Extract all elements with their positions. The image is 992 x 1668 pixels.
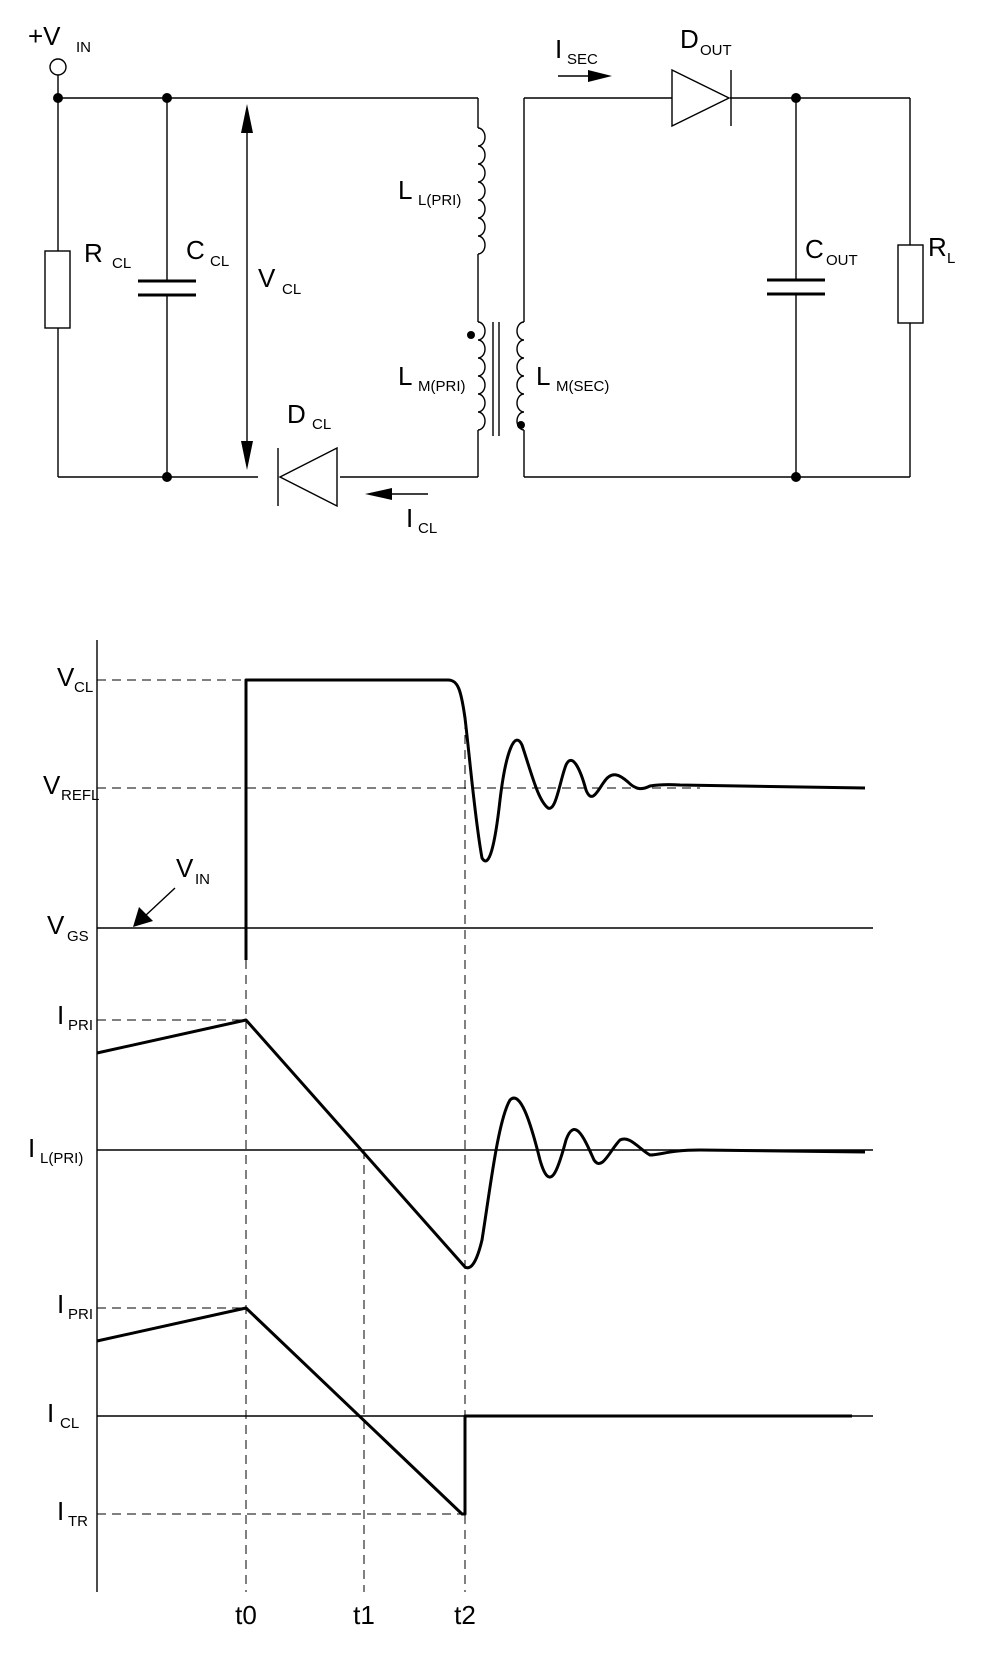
polarity-dot [467,331,475,339]
t0-label: t0 [235,1600,257,1630]
vin-terminal [49,58,67,76]
dout-diode [671,68,731,128]
ipri2-axis-label-sub: PRI [68,1306,93,1323]
icl-label: I [406,503,413,533]
vgs-axis-label-sub: GS [67,928,89,945]
vcl-label: V [258,263,276,293]
ccl-label: C [186,235,205,265]
vin-marker-label: V [176,853,194,883]
schematic: +V IN R CL C CL V CL D [28,21,955,537]
lmpri-inductor [477,321,486,431]
rl-resistor [897,244,924,324]
dcl-label-sub: CL [312,416,331,433]
ccl-label-sub: CL [210,253,229,270]
vcl-axis-label: V [57,662,75,692]
vin-label: +V [28,21,61,51]
llpri-label-sub: L(PRI) [418,192,461,209]
vgs-axis-label: V [47,910,65,940]
ilpri-waveform [96,1018,866,1270]
dout-label-sub: OUT [700,42,732,59]
t2-label: t2 [454,1600,476,1630]
isec-label: I [555,34,562,64]
rl-label: R [928,232,947,262]
dout-label: D [680,24,699,54]
isec-label-sub: SEC [567,51,598,68]
junction-dot [53,93,63,103]
ilpri-axis-label-sub: L(PRI) [40,1150,83,1167]
itr-axis-label: I [57,1496,64,1526]
dcl-label: D [287,399,306,429]
vrefl-axis-label: V [43,770,61,800]
lmpri-label: L [398,361,412,391]
icl-axis-label: I [47,1398,54,1428]
lmsec-label: L [536,361,550,391]
vcl-axis-label-sub: CL [74,679,93,696]
ipri-axis-label: I [57,1000,64,1030]
vgs-waveform [244,678,866,960]
ilpri-axis-label: I [28,1133,35,1163]
vin-marker-label-sub: IN [195,871,210,888]
rcl-resistor [44,250,71,329]
icl-label-sub: CL [418,520,437,537]
rl-label-sub: L [947,250,955,267]
vcl-label-sub: CL [282,281,301,298]
t1-label: t1 [353,1600,375,1630]
llpri-label: L [398,175,412,205]
lmpri-label-sub: M(PRI) [418,378,466,395]
lmsec-label-sub: M(SEC) [556,378,609,395]
icl-axis-label-sub: CL [60,1415,79,1432]
lmsec-inductor [516,321,525,431]
ipri2-axis-label: I [57,1289,64,1319]
rcl-label: R [84,238,103,268]
cout-label-sub: OUT [826,252,858,269]
cout-label: C [805,234,824,264]
rcl-label-sub: CL [112,255,131,272]
llpri-inductor [477,127,486,255]
polarity-dot [517,421,525,429]
icl-waveform [96,1306,852,1516]
itr-axis-label-sub: TR [68,1513,88,1530]
waveforms: t0 t1 t2 V CL V REFL V GS V IN I PRI I L… [28,640,873,1630]
ipri-axis-label-sub: PRI [68,1017,93,1034]
vin-label-sub: IN [76,39,91,56]
vin-marker-arrow [144,887,176,917]
dcl-diode [278,446,338,508]
vrefl-axis-label-sub: REFL [61,787,99,804]
